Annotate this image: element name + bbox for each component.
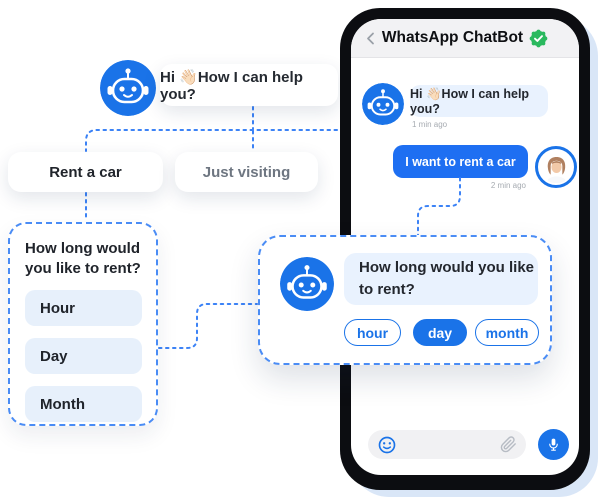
flow-node-just-visiting[interactable]: Just visiting [175, 152, 318, 192]
chat-title: WhatsApp ChatBot [381, 29, 524, 46]
rental-panel-title: How long would you like to rent? [25, 240, 141, 277]
bot-avatar-icon [280, 257, 334, 311]
back-chevron-icon[interactable] [364, 31, 378, 46]
message-input[interactable] [368, 430, 526, 459]
option-hour[interactable]: Hour [25, 290, 142, 326]
user-avatar [535, 146, 577, 188]
bot-message-time: 1 min ago [412, 120, 448, 129]
pill-hour[interactable]: hour [344, 319, 401, 346]
rental-duration-panel: How long would you like to rent? Hour Da… [8, 222, 158, 426]
microphone-icon [549, 438, 558, 451]
pill-day[interactable]: day [413, 319, 467, 346]
bot-avatar-icon [362, 83, 404, 125]
option-day[interactable]: Day [25, 338, 142, 374]
card-question-bubble: How long would you like to rent? [344, 253, 538, 305]
voice-message-button[interactable] [538, 429, 569, 460]
emoji-icon[interactable] [377, 435, 397, 455]
flow-greeting-bubble[interactable]: Hi 👋🏻How I can help you? [160, 64, 338, 106]
paperclip-icon[interactable] [500, 436, 517, 453]
user-message-bubble: I want to rent a car [393, 145, 528, 178]
pill-month[interactable]: month [475, 319, 539, 346]
user-message-time: 2 min ago [490, 181, 526, 190]
chat-header: WhatsApp ChatBot [351, 19, 579, 58]
flow-node-rent-a-car[interactable]: Rent a car [8, 152, 163, 192]
bot-avatar-icon [100, 60, 156, 116]
bot-message-bubble: Hi 👋🏻How I can help you? [410, 85, 548, 117]
verified-badge-icon [529, 29, 548, 47]
option-month[interactable]: Month [25, 386, 142, 422]
bot-response-card: How long would you like to rent? hour da… [258, 235, 552, 365]
